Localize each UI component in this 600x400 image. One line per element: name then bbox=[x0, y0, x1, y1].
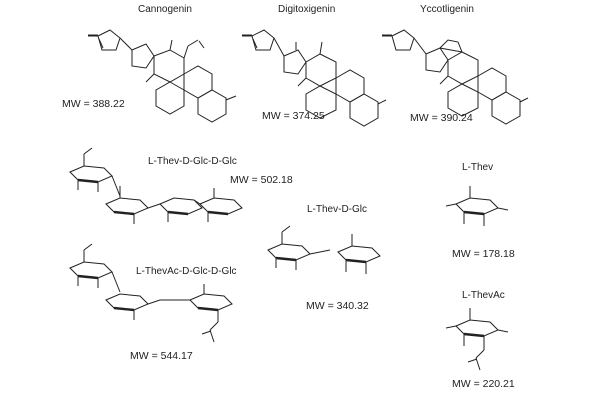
thev-label: L-Thev bbox=[462, 162, 494, 173]
digitoxigenin-structure bbox=[242, 29, 387, 127]
cannogenin-label: Cannogenin bbox=[138, 4, 192, 15]
thev-mw: MW = 178.18 bbox=[452, 248, 515, 260]
thev-glc-structure bbox=[267, 225, 381, 274]
thevac-mw: MW = 220.21 bbox=[452, 378, 515, 390]
digitoxigenin-mw: MW = 374.25 bbox=[262, 110, 325, 122]
thevac-glc-glc-mw: MW = 544.17 bbox=[130, 350, 193, 362]
yccotligenin-mw: MW = 390.24 bbox=[410, 112, 473, 124]
thev-glc-glc-mw: MW = 502.18 bbox=[230, 174, 293, 186]
thevac-structure bbox=[445, 308, 509, 371]
yccotligenin-structure bbox=[382, 29, 529, 125]
yccotligenin-label: Yccotligenin bbox=[420, 4, 474, 15]
thev-structure bbox=[445, 186, 509, 226]
cannogenin-structure bbox=[88, 29, 237, 123]
thevac-glc-glc-structure bbox=[69, 243, 233, 343]
thevac-label: L-ThevAc bbox=[462, 290, 505, 301]
thev-glc-label: L-Thev-D-Glc bbox=[307, 204, 368, 215]
thevac-glc-glc-label: L-ThevAc-D-Glc-D-Glc bbox=[136, 266, 237, 277]
cannogenin-mw: MW = 388.22 bbox=[62, 98, 125, 110]
thev-glc-mw: MW = 340.32 bbox=[306, 300, 369, 312]
thev-glc-glc-label: L-Thev-D-Glc-D-Glc bbox=[148, 156, 237, 167]
digitoxigenin-label: Digitoxigenin bbox=[278, 4, 336, 15]
thev-glc-glc-structure bbox=[69, 147, 243, 224]
